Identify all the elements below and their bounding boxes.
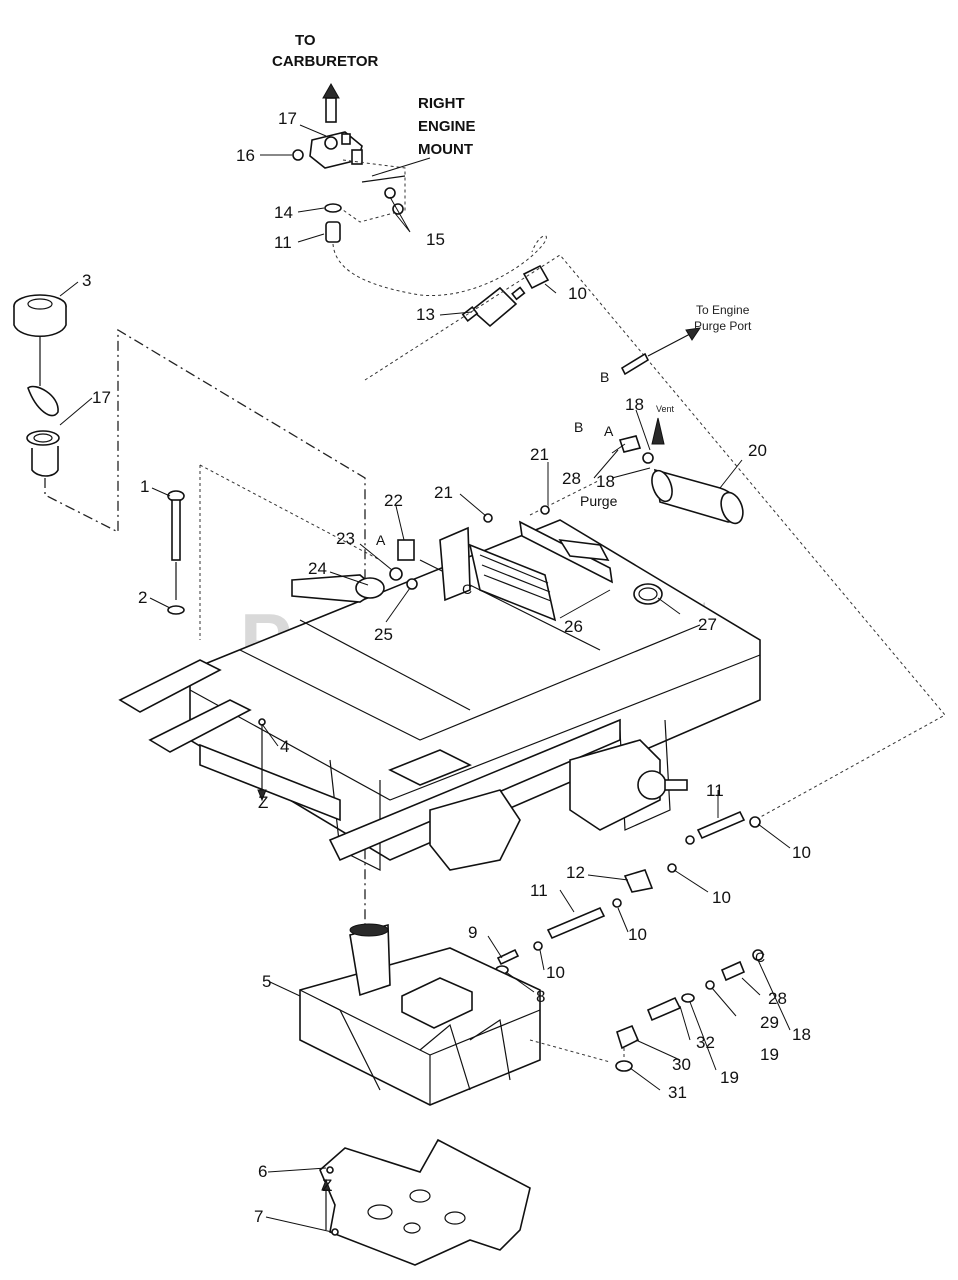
callout-19: 19 <box>720 1068 739 1087</box>
callout-16: 16 <box>236 146 255 165</box>
letter-c: C <box>755 949 765 965</box>
callout-20: 20 <box>748 441 767 460</box>
caption-mount: MOUNT <box>418 141 473 158</box>
callout-26: 26 <box>564 617 583 636</box>
callout-25: 25 <box>374 625 393 644</box>
tank-guard-plate <box>319 1138 531 1266</box>
callout-10: 10 <box>568 284 587 303</box>
callout-6: 6 <box>258 1162 267 1181</box>
caption-to: TO <box>295 32 316 49</box>
fuel-tank <box>299 923 541 1106</box>
callout-28: 28 <box>768 989 787 1008</box>
callout-17: 17 <box>92 388 111 407</box>
callout-30: 30 <box>672 1055 691 1074</box>
callout-22: 22 <box>384 491 403 510</box>
callout-10: 10 <box>628 925 647 944</box>
callout-21: 21 <box>434 483 453 502</box>
fuel-line-upper <box>332 235 547 297</box>
dash-line-left <box>44 328 366 980</box>
caption-purge: Purge <box>580 493 618 509</box>
fuel-filter <box>461 286 526 328</box>
letter-z: Z <box>322 1176 332 1195</box>
callout-14: 14 <box>274 203 293 222</box>
canister-clamp <box>633 583 663 605</box>
caption-carburetor: CARBURETOR <box>272 53 379 70</box>
hose-clamp-upper <box>522 264 550 290</box>
letter-a: A <box>376 532 386 548</box>
callout-4: 4 <box>280 737 289 756</box>
callout-5: 5 <box>262 972 271 991</box>
callout-1: 1 <box>140 477 149 496</box>
callout-2: 2 <box>138 588 147 607</box>
callout-23: 23 <box>336 529 355 548</box>
letter-b: B <box>574 419 583 435</box>
letter-a: A <box>604 423 614 439</box>
dot-line-left <box>199 464 381 640</box>
callout-3: 3 <box>82 271 91 290</box>
callout-10: 10 <box>712 888 731 907</box>
callout-29: 29 <box>760 1013 779 1032</box>
callout-12: 12 <box>566 863 585 882</box>
callout-18: 18 <box>625 395 644 414</box>
letter-b: B <box>600 369 609 385</box>
dot-line-right <box>364 254 946 821</box>
callout-18: 18 <box>792 1025 811 1044</box>
callout-leaders <box>59 124 791 1233</box>
callout-8: 8 <box>536 987 545 1006</box>
callout-10: 10 <box>546 963 565 982</box>
reference-arrows <box>257 718 331 1230</box>
caption-purge-port: Purge Port <box>694 319 752 333</box>
callout-13: 13 <box>416 305 435 324</box>
callout-27: 27 <box>698 615 717 634</box>
caption-right: RIGHT <box>418 95 465 112</box>
callout-28: 28 <box>562 469 581 488</box>
letter-z: Z <box>258 793 268 812</box>
callout-labels: 17 16 14 11 15 10 13 3 17 1 2 4 Z 5 6 Z … <box>82 109 811 1226</box>
fuel-line-right <box>495 810 761 975</box>
callout-15: 15 <box>426 230 445 249</box>
fuel-cap-assembly <box>13 294 67 477</box>
callout-31: 31 <box>668 1083 687 1102</box>
callout-17: 17 <box>278 109 297 128</box>
carburetor-fitting-assembly: TO CARBURETOR RIGHT ENGINE MOUNT <box>272 32 476 243</box>
callout-21: 21 <box>530 445 549 464</box>
letter-c: C <box>462 581 472 597</box>
callout-32: 32 <box>696 1033 715 1052</box>
callout-11: 11 <box>706 781 724 800</box>
callout-7: 7 <box>254 1207 263 1226</box>
callout-18: 18 <box>596 472 615 491</box>
callout-11: 11 <box>274 233 292 252</box>
canister-bracket-assembly <box>291 505 614 622</box>
callout-24: 24 <box>308 559 327 578</box>
charcoal-canister: Purge Vent <box>580 404 744 525</box>
callout-9: 9 <box>468 923 477 942</box>
caption-engine: ENGINE <box>418 118 476 135</box>
callout-11: 11 <box>530 881 548 900</box>
tractor-frame <box>118 519 761 871</box>
fuel-gauge-dipstick <box>167 490 185 615</box>
caption-vent: Vent <box>656 404 675 414</box>
callout-10: 10 <box>792 843 811 862</box>
caption-to-engine: To Engine <box>696 303 750 317</box>
vent-fitting-assembly <box>529 949 764 1072</box>
callout-19: 19 <box>760 1045 779 1064</box>
purge-port-arrow: To Engine Purge Port <box>620 303 752 376</box>
